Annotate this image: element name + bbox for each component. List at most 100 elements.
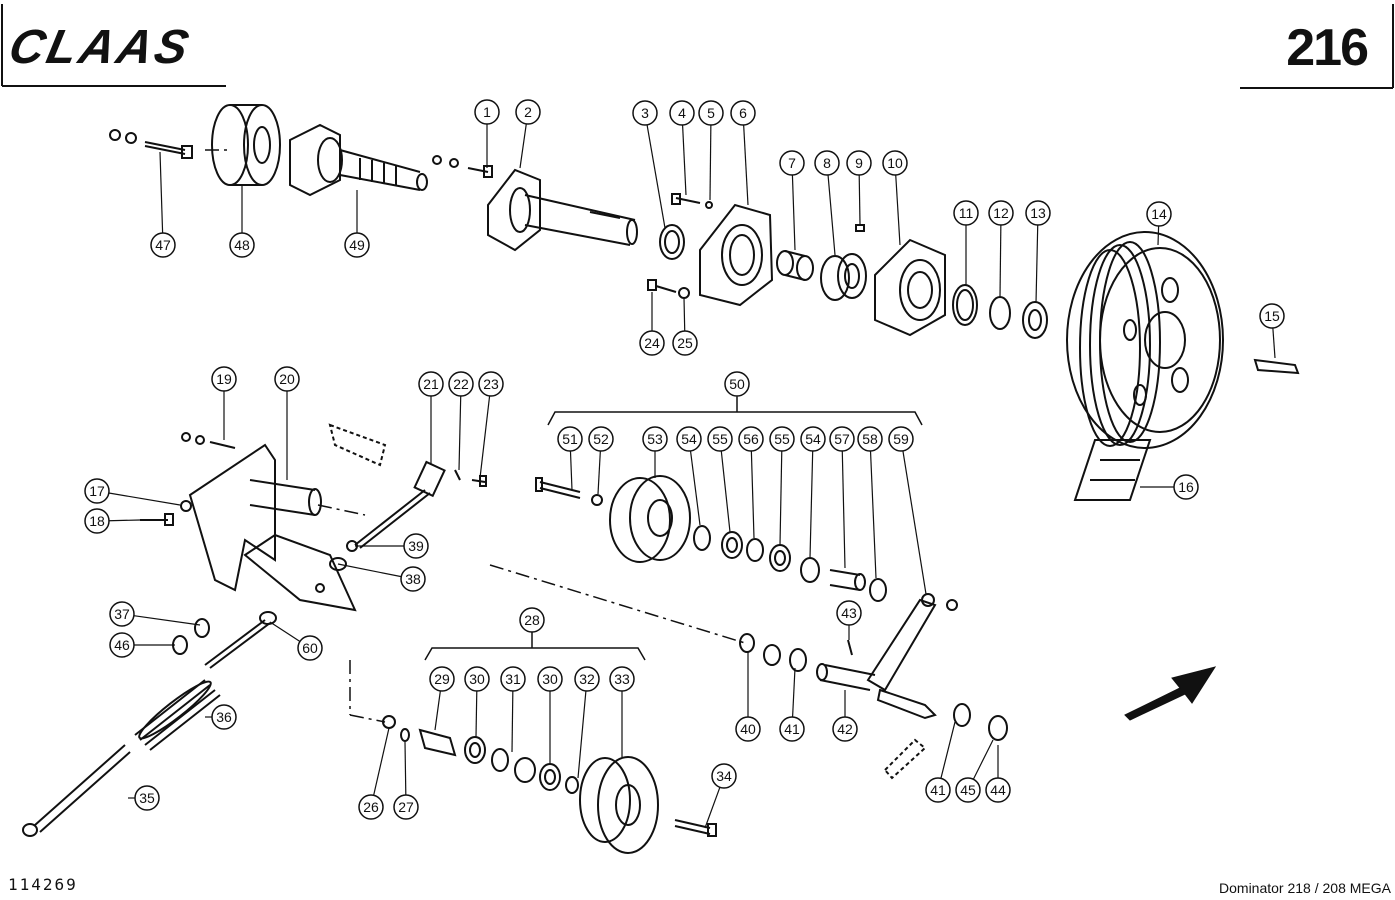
callout-label: 10 — [887, 155, 903, 171]
callout-circle — [779, 716, 805, 742]
bearing-housing-6 — [699, 203, 774, 307]
callout-circle — [109, 601, 135, 627]
callout-label: 11 — [959, 205, 974, 221]
callout-c19: 19 — [211, 366, 237, 392]
leader-line-c60 — [269, 621, 301, 642]
callout-label: 12 — [993, 205, 1009, 221]
leader-line-c41b — [940, 721, 956, 779]
callout-label: 27 — [398, 799, 414, 815]
callout-circle — [800, 426, 826, 452]
callout-circle — [955, 777, 981, 803]
callout-label: 34 — [716, 768, 732, 784]
callout-label: 18 — [89, 513, 105, 529]
callout-label: 2 — [524, 104, 532, 120]
callout-label: 1 — [483, 104, 491, 120]
callout-c55a: 55 — [707, 426, 733, 452]
shaft-49 — [289, 123, 428, 197]
callout-circle — [735, 716, 761, 742]
callout-c17: 17 — [84, 478, 110, 504]
leader-line-c56 — [750, 450, 755, 539]
callout-c16: 16 — [1173, 474, 1199, 500]
figure-id: 114269 — [8, 875, 78, 894]
callout-circle — [669, 100, 695, 126]
callout-c41a: 41 — [779, 716, 805, 742]
callout-circle — [429, 666, 455, 692]
callout-c59: 59 — [888, 426, 914, 452]
callout-label: 26 — [363, 799, 379, 815]
callout-label: 8 — [823, 155, 831, 171]
callout-c52: 52 — [588, 426, 614, 452]
callout-c1: 1 — [474, 99, 500, 125]
callout-label: 56 — [743, 431, 759, 447]
center-lines — [205, 149, 746, 723]
callout-circle — [738, 426, 764, 452]
leader-line-c41a — [791, 667, 796, 718]
model-name: Dominator 218 / 208 MEGA — [1219, 880, 1391, 896]
callout-c11: 11 — [953, 200, 979, 226]
callout-label: 44 — [990, 782, 1006, 798]
leader-line-c4 — [681, 124, 687, 196]
callout-circle — [988, 200, 1014, 226]
leader-line-c34 — [704, 787, 721, 829]
leader-line-c6 — [743, 124, 749, 206]
callout-label: 45 — [960, 782, 976, 798]
callout-c22: 22 — [448, 371, 474, 397]
callout-circle — [639, 330, 665, 356]
callout-circle — [393, 794, 419, 820]
callout-c29: 29 — [429, 666, 455, 692]
callout-c46: 46 — [109, 632, 135, 658]
leader-line-c25 — [683, 297, 686, 332]
callout-circle — [642, 426, 668, 452]
leader-line-c9 — [858, 174, 861, 225]
callout-circle — [403, 533, 429, 559]
callout-c20: 20 — [274, 366, 300, 392]
callout-c39: 39 — [403, 533, 429, 559]
leader-line-c54b — [809, 450, 814, 559]
callout-c43: 43 — [836, 600, 862, 626]
callout-label: 14 — [1151, 206, 1167, 222]
assembly-brackets — [424, 397, 923, 661]
shaft-2 — [432, 155, 638, 252]
callout-label: 42 — [837, 721, 853, 737]
callout-circle — [557, 426, 583, 452]
leader-line-c7 — [791, 174, 796, 251]
callout-circle — [676, 426, 702, 452]
callout-circle — [832, 716, 858, 742]
callout-label: 32 — [579, 671, 595, 687]
callout-label: 19 — [216, 371, 232, 387]
callout-circle — [846, 150, 872, 176]
leader-line-c18 — [108, 519, 141, 522]
callout-label: 23 — [483, 376, 499, 392]
leader-line-c23 — [479, 395, 491, 479]
page-number: 216 — [1286, 19, 1369, 77]
callout-label: 51 — [562, 431, 578, 447]
callout-circle — [707, 426, 733, 452]
callout-circle — [297, 635, 323, 661]
callout-circle — [730, 100, 756, 126]
callout-circle — [537, 666, 563, 692]
callout-label: 21 — [423, 376, 439, 392]
leader-line-c8 — [827, 174, 836, 256]
leader-line-c54a — [689, 450, 701, 526]
leader-line-c38 — [337, 563, 402, 578]
callout-label: 41 — [930, 782, 946, 798]
callout-label: 47 — [155, 237, 171, 253]
leader-line-c58 — [869, 450, 877, 579]
callout-label: 41 — [784, 721, 800, 737]
callout-circle — [418, 371, 444, 397]
leader-line-c10 — [895, 174, 901, 246]
callout-label: 31 — [505, 671, 521, 687]
callout-label: 50 — [729, 376, 745, 392]
callout-c7: 7 — [779, 150, 805, 176]
callout-c23: 23 — [478, 371, 504, 397]
callout-label: 13 — [1030, 205, 1046, 221]
leader-line-c47 — [159, 151, 164, 234]
callout-c57: 57 — [829, 426, 855, 452]
callout-c3: 3 — [632, 100, 658, 126]
callout-circle — [769, 426, 795, 452]
callout-c51: 51 — [557, 426, 583, 452]
leader-line-c37 — [133, 615, 201, 626]
callout-c26: 26 — [358, 794, 384, 820]
callout-circle — [985, 777, 1011, 803]
